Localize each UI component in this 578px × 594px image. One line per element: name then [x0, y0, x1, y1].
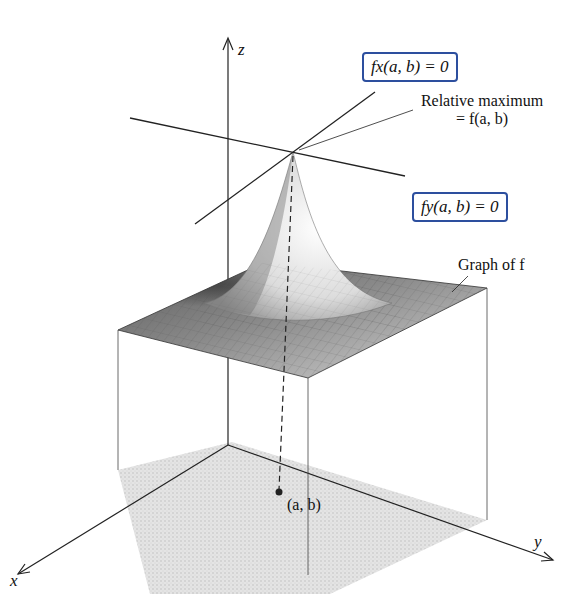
axis-label: y — [534, 532, 542, 552]
point-label: (a, b) — [287, 496, 321, 514]
equation-text: fy(a, b) = 0 — [421, 197, 499, 216]
partial-x-box: fx(a, b) = 0 — [362, 52, 458, 82]
partial-y-box: fy(a, b) = 0 — [412, 192, 508, 222]
axis-label: x — [10, 571, 18, 591]
equation-text: fx(a, b) = 0 — [371, 57, 449, 76]
axis-label: z — [238, 40, 245, 60]
graph-label: Graph of f — [458, 256, 525, 274]
max-label: Relative maximum = f(a, b) — [416, 92, 548, 129]
